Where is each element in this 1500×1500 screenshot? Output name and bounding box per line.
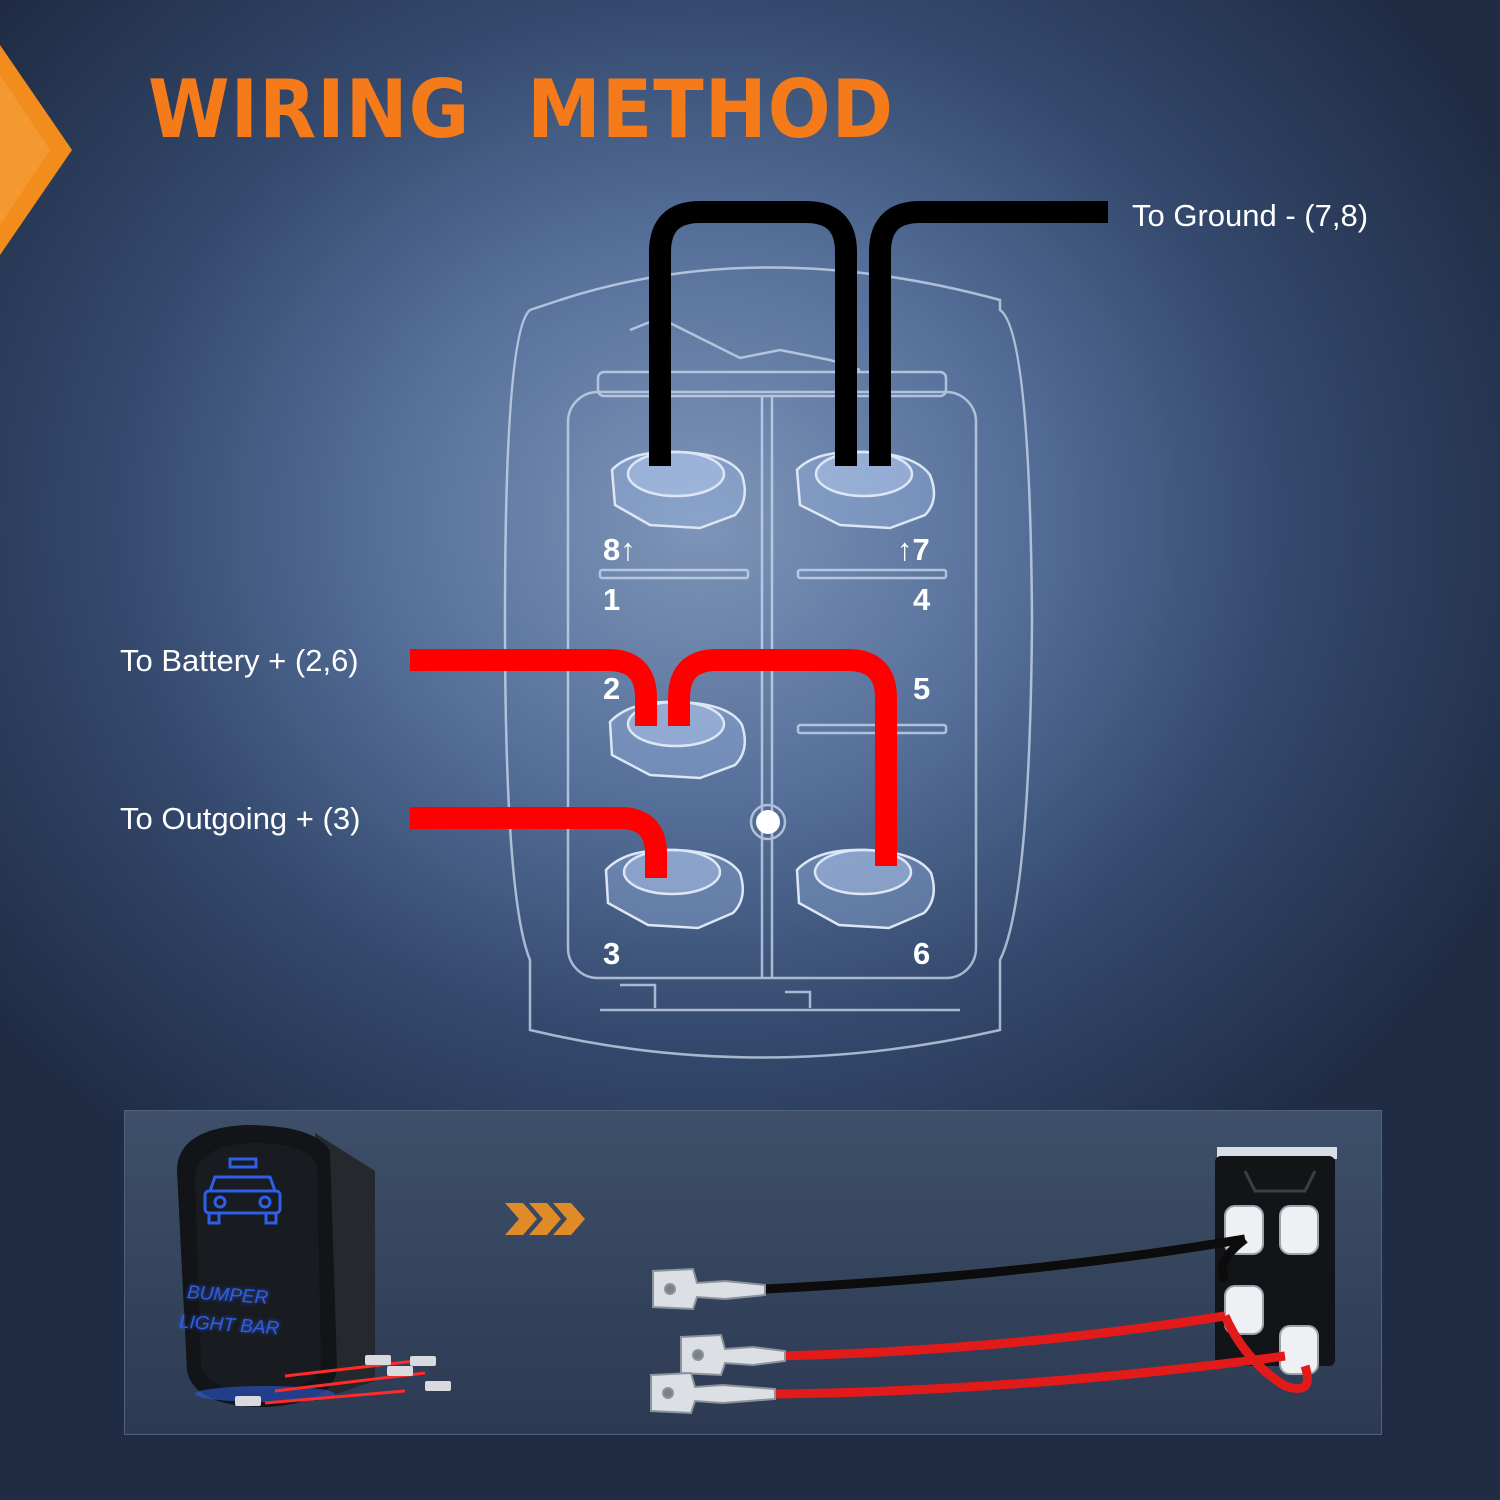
pin-2-label: 2 — [603, 671, 621, 706]
product-illustrations — [177, 1125, 1337, 1415]
jeep-icon — [203, 1157, 282, 1225]
black-wire — [764, 1234, 1248, 1294]
pin-7-label: ↑7 — [897, 532, 930, 567]
ground-label: To Ground - (7,8) — [1132, 198, 1369, 233]
arrow-chevrons-icon — [505, 1203, 585, 1235]
battery-label: To Battery + (2,6) — [120, 643, 359, 678]
pin-6-label: 6 — [913, 936, 931, 971]
pin-3-label: 3 — [603, 936, 621, 971]
terminal-3 — [604, 848, 745, 930]
outgoing-label: To Outgoing + (3) — [120, 801, 361, 836]
switch-outline — [503, 266, 1034, 1059]
wired-switch-icon — [1215, 1147, 1337, 1375]
red-wires — [774, 1311, 1312, 1399]
pin-4-label: 4 — [913, 582, 931, 617]
corner-tab — [0, 45, 72, 255]
ground-wires — [649, 201, 1108, 466]
wiring-diagram — [410, 201, 1108, 1059]
pin-8-label: 8↑ — [603, 532, 636, 567]
pin-1-label: 1 — [603, 582, 621, 617]
page-title: WIRING METHOD — [148, 63, 895, 157]
terminal-6 — [795, 848, 936, 930]
power-wires — [410, 649, 897, 878]
pin-5-label: 5 — [913, 671, 931, 706]
terminal-7 — [795, 450, 936, 530]
product-panel: BUMPER LIGHT BAR — [124, 1110, 1382, 1435]
rocker-switch-icon — [177, 1125, 451, 1407]
terminal-8 — [610, 450, 747, 530]
indicator-led — [756, 810, 780, 834]
spade-terminals — [650, 1267, 786, 1415]
